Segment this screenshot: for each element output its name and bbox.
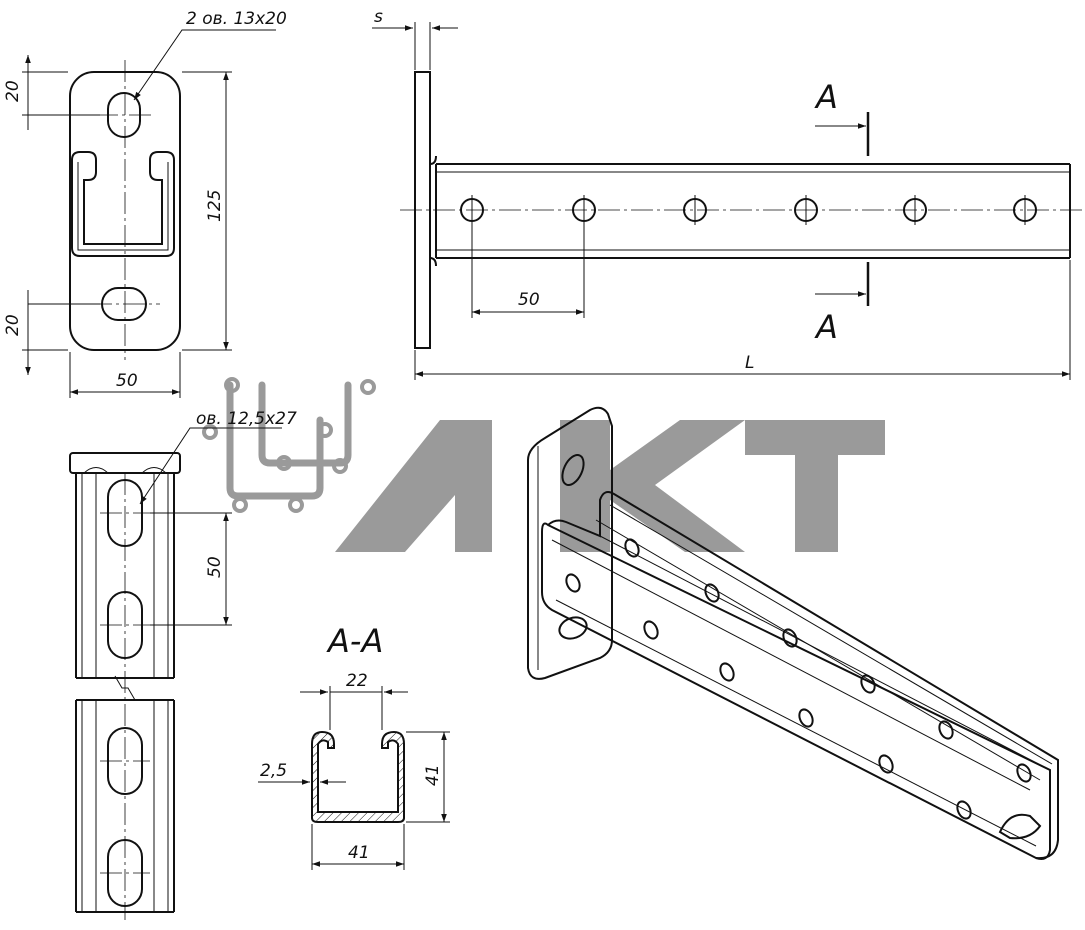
- side-view-bracket: A A s 50 L: [372, 7, 1082, 380]
- section-a-a: А-А 22 2,5 41 41: [258, 622, 450, 870]
- dim-thickness-label: s: [374, 7, 383, 27]
- section-mark-top: A: [814, 78, 838, 116]
- isometric-view: [527, 406, 1059, 860]
- section-title: А-А: [326, 622, 383, 660]
- watermark-logo: МКТ: [202, 377, 885, 552]
- section-dim-width-label: 41: [348, 843, 370, 863]
- watermark-letter-m: [335, 420, 492, 552]
- section-dim-height-label: 41: [423, 764, 443, 786]
- slot-callout-label: ов. 12,5х27: [196, 409, 297, 429]
- channel-logo-icon: [202, 377, 376, 513]
- dim-height-label: 125: [205, 190, 225, 222]
- section-mark-bottom: A: [814, 308, 838, 346]
- front-view-plate: 2 ов. 13х20 20 20 125 50: [3, 9, 287, 398]
- watermark-letter-t: [745, 420, 885, 552]
- hole-callout-label: 2 ов. 13х20: [186, 9, 287, 29]
- dim-pitch-label: 50: [518, 290, 540, 310]
- section-dim-opening-label: 22: [346, 671, 368, 691]
- section-dim-wall-label: 2,5: [260, 761, 287, 781]
- dim-bottom-edge-label: 20: [3, 314, 23, 336]
- rail-dim-pitch-label: 50: [205, 556, 225, 578]
- watermark-letter-k: [560, 420, 745, 552]
- rail-view: 50 ов. 12,5х27: [69, 409, 297, 920]
- dim-top-edge-label: 20: [3, 80, 23, 102]
- dim-length-label: L: [745, 353, 754, 373]
- dim-width-label: 50: [116, 371, 138, 391]
